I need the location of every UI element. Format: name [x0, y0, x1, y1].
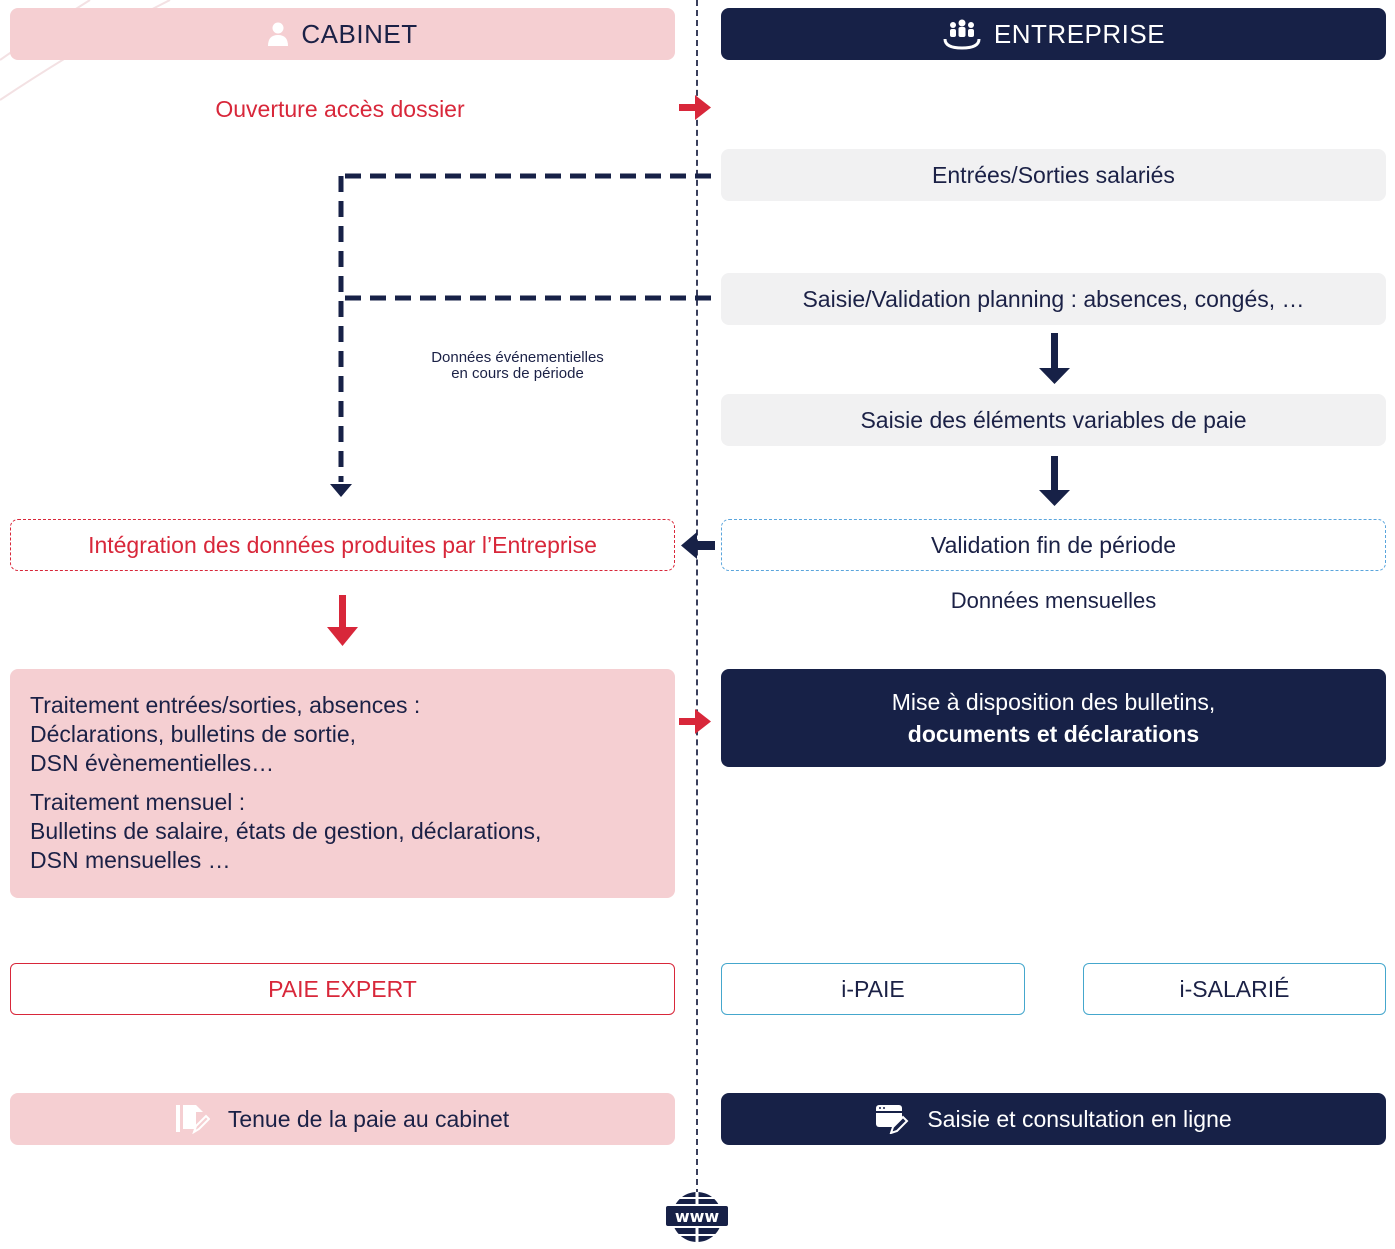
document-edit-icon	[175, 1104, 210, 1134]
arrow-step2-step3	[1039, 333, 1070, 384]
dashed-event-connectors	[338, 173, 711, 482]
cabinet-footer: Tenue de la paie au cabinet	[10, 1093, 675, 1145]
cabinet-footer-label: Tenue de la paie au cabinet	[227, 1105, 510, 1132]
arrow-event-down	[330, 484, 352, 497]
browser-edit-icon	[875, 1104, 909, 1134]
entreprise-title: ENTREPRISE	[993, 18, 1166, 49]
arrow-validation-integration	[681, 532, 715, 559]
people-icon	[942, 17, 982, 51]
treatment-events-line2: DSN évènementielles…	[30, 750, 275, 776]
paie-expert-product[interactable]: PAIE EXPERT	[10, 963, 675, 1015]
arrow-integration-treatment	[327, 595, 358, 646]
arrow-step3-step4	[1039, 456, 1070, 506]
documents-delivery-box: Mise à disposition des bulletins, docume…	[721, 669, 1386, 767]
treatment-monthly-title: Traitement mensuel :	[30, 789, 246, 815]
person-icon	[267, 21, 289, 47]
i-paie-product[interactable]: i-PAIE	[721, 963, 1025, 1015]
delivery-line1: Mise à disposition des bulletins,	[891, 689, 1216, 715]
column-divider	[696, 0, 698, 1195]
www-badge-label: www	[674, 1207, 720, 1226]
access-label: Ouverture accès dossier	[215, 96, 465, 122]
treatment-monthly-line2: DSN mensuelles …	[30, 847, 231, 873]
cabinet-title: CABINET	[301, 18, 418, 49]
step-planning-validation: Saisie/Validation planning : absences, c…	[721, 273, 1386, 325]
step-variable-elements: Saisie des éléments variables de paie	[721, 394, 1386, 446]
event-data-label-line2: en cours de période	[451, 365, 584, 382]
arrow-treatment-delivery	[679, 709, 711, 734]
delivery-line2: documents et déclarations	[907, 721, 1200, 747]
i-salarie-product[interactable]: i-SALARIÉ	[1083, 963, 1386, 1015]
arrow-access	[679, 95, 711, 120]
treatment-box: Traitement entrées/sorties, absences : D…	[10, 669, 675, 898]
monthly-data-label: Données mensuelles	[950, 588, 1157, 613]
data-integration-box: Intégration des données produites par l’…	[10, 519, 675, 571]
entreprise-footer-label: Saisie et consultation en ligne	[927, 1105, 1232, 1132]
globe-www-icon	[664, 1190, 730, 1244]
event-data-label: Données événementielles en cours de péri…	[380, 350, 655, 382]
treatment-events-title: Traitement entrées/sorties, absences :	[30, 692, 421, 718]
treatment-monthly-line1: Bulletins de salaire, états de gestion, …	[30, 818, 542, 844]
treatment-events-line1: Déclarations, bulletins de sortie,	[30, 721, 356, 747]
step-period-validation: Validation fin de période	[721, 519, 1386, 571]
cabinet-header: CABINET	[10, 8, 675, 60]
entreprise-header: ENTREPRISE	[721, 8, 1386, 60]
event-data-label-line1: Données événementielles	[431, 349, 604, 366]
entreprise-footer: Saisie et consultation en ligne	[721, 1093, 1386, 1145]
step-entries-exits: Entrées/Sorties salariés	[721, 149, 1386, 201]
